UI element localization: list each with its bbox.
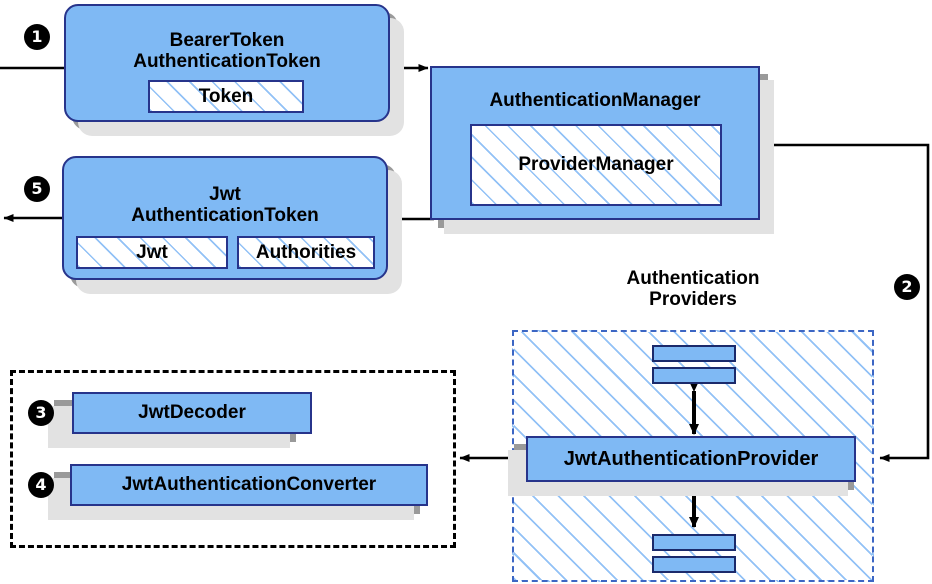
- authentication-providers-label-line2: Providers: [649, 289, 737, 311]
- bearer-token-chip-token-label: Token: [198, 85, 254, 107]
- bearer-token-title-line2: AuthenticationToken: [133, 51, 321, 72]
- provider-manager-chip[interactable]: ProviderManager: [470, 124, 722, 206]
- jwt-token-title-line2: AuthenticationToken: [131, 205, 319, 226]
- jwt-authentication-converter-node[interactable]: JwtAuthenticationConverter: [70, 464, 428, 506]
- authentication-providers-label: Authentication Providers: [562, 268, 824, 311]
- step-marker-3: 3: [28, 400, 54, 426]
- step-marker-1: 1: [24, 24, 50, 50]
- authentication-providers-label-line1: Authentication: [626, 268, 760, 289]
- jwt-decoder-label: JwtDecoder: [138, 402, 246, 423]
- provider-placeholder-bar-top-1: [652, 345, 736, 362]
- jwt-token-chip-jwt-label: Jwt: [136, 241, 168, 263]
- authentication-manager-title: AuthenticationManager: [489, 90, 701, 111]
- provider-manager-label: ProviderManager: [518, 154, 674, 175]
- step-marker-3-label: 3: [35, 403, 47, 422]
- step-marker-1-label: 1: [31, 27, 43, 46]
- jwt-token-chip-jwt[interactable]: Jwt: [76, 236, 228, 269]
- step-marker-2: 2: [894, 274, 920, 300]
- provider-placeholder-bar-bottom-2: [652, 556, 736, 573]
- step-marker-5-label: 5: [31, 179, 43, 198]
- step-marker-4-label: 4: [35, 475, 47, 494]
- jwt-token-title-line1: Jwt: [209, 183, 241, 205]
- step-marker-4: 4: [28, 472, 54, 498]
- provider-placeholder-bar-top-2: [652, 367, 736, 384]
- jwt-decoder-node[interactable]: JwtDecoder: [72, 392, 312, 434]
- bearer-token-title-line1: BearerToken: [169, 29, 285, 51]
- jwt-authentication-provider-node[interactable]: JwtAuthenticationProvider: [526, 436, 856, 482]
- jwt-authentication-converter-label: JwtAuthenticationConverter: [121, 474, 377, 495]
- jwt-token-chip-authorities-label: Authorities: [255, 241, 357, 263]
- step-marker-5: 5: [24, 176, 50, 202]
- provider-placeholder-bar-bottom-1: [652, 534, 736, 551]
- jwt-token-chip-authorities[interactable]: Authorities: [237, 236, 375, 269]
- bearer-token-chip-token[interactable]: Token: [148, 80, 304, 113]
- jwt-support-group: [10, 370, 456, 548]
- jwt-authentication-provider-label: JwtAuthenticationProvider: [563, 447, 819, 470]
- step-marker-2-label: 2: [901, 277, 913, 296]
